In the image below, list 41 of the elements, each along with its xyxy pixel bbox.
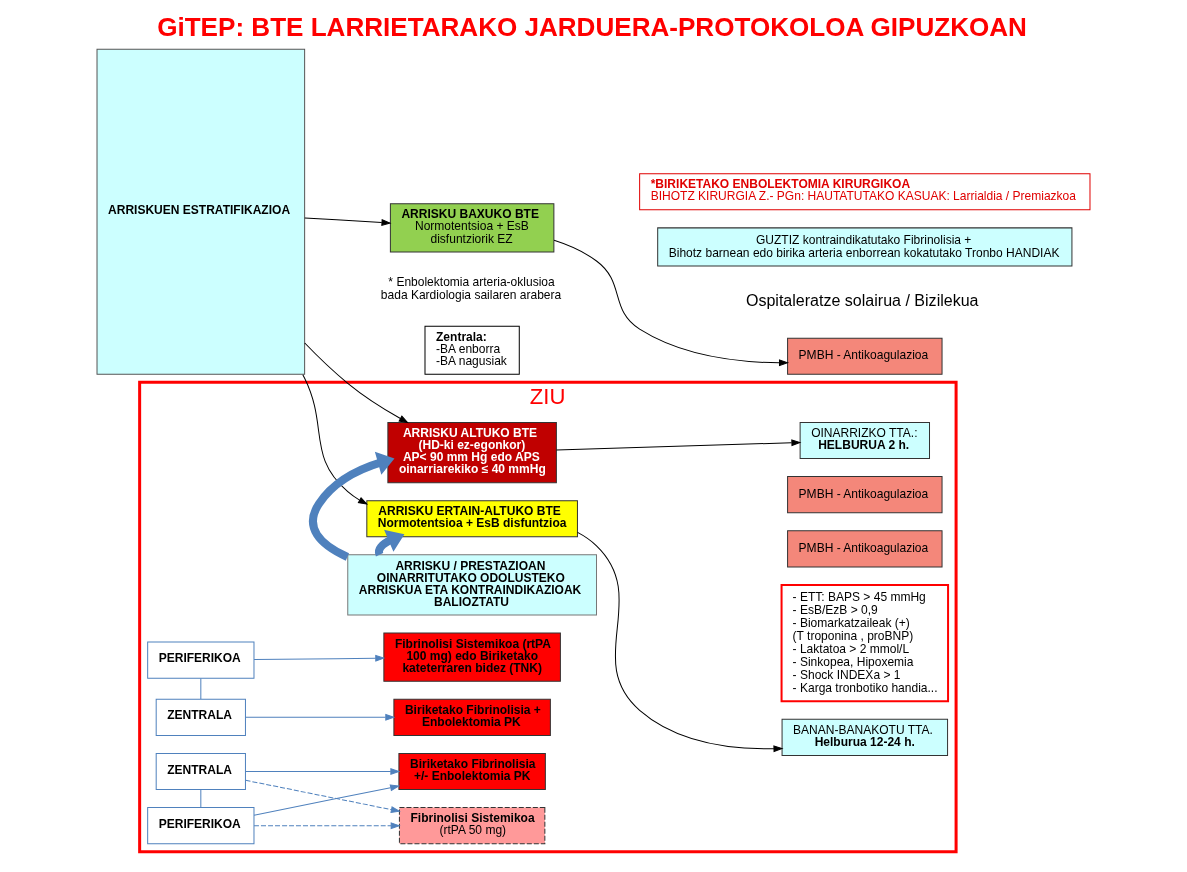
connector [200, 677, 202, 700]
node-box: ARRISKUEN ESTRATIFIKAZIOA [96, 48, 306, 375]
connector [200, 789, 202, 808]
node-box: *BIRIKETAKO ENBOLEKTOMIA KIRURGIKOA BIHOTZ KIRURGIA Z.- PGn: HAUTATUTAKO KASUAK: Larrialdia / Premiazkoa [639, 173, 1091, 211]
node-box: ZENTRALA [155, 752, 246, 791]
node-box: - ETT: BAPS > 45 mmHg - EsB/EzB > 0,9 - Biomarkatzaileak (+) (T troponina , proBNP) - Laktatoa > 2 mmol/L - Sinkopea, Hipoxemia - Shock INDEXa > 1 - Karga tronbotiko handia... [780, 583, 950, 703]
node-box: PMBH - Antikoagulazioa [787, 337, 943, 375]
arrow [245, 714, 395, 721]
arrow [253, 654, 385, 662]
node-box: BANAN-BANAKOTU TTA. Helburua 12-24 h. [781, 718, 949, 756]
node-box: ZENTRALA [155, 698, 246, 736]
arrow [577, 531, 783, 753]
arrow [245, 768, 400, 775]
arrow [553, 239, 788, 367]
node-box: PERIFERIKOA [147, 641, 255, 679]
arrow [555, 439, 801, 451]
node-box: Zentrala: -BA enborra -BA nagusiak [424, 325, 520, 375]
node-box: Fibrinolisi Sistemikoa (rtPA 50 mg) [398, 807, 546, 845]
arrow [308, 451, 395, 561]
arrow [304, 342, 408, 423]
arrow [302, 374, 368, 505]
node-box: ARRISKU ALTUKO BTE (HD-ki ez-egonkor) AP< 90 mm Hg edo APS oinarriarekiko ≤ 40 mmHg [387, 421, 557, 484]
node-box: ARRISKU ERTAIN-ALTUKO BTE Normotentsioa + EsB disfuntzioa [366, 500, 578, 538]
node-box: ARRISKU / PRESTAZIOAN OINARRITUTAKO ODOLUSTEKO ARRISKUA ETA KONTRAINDIKAZIOAK BALIOZTATU [347, 554, 597, 616]
node-box: PMBH - Antikoagulazioa [787, 530, 943, 568]
label: * Enbolektomia arteria-oklusioa bada Kardiologia sailaren arabera [380, 274, 562, 302]
arrow [253, 822, 400, 829]
arrow [374, 529, 405, 556]
arrow [304, 217, 391, 226]
arrow [253, 784, 400, 816]
node-box: PERIFERIKOA [147, 807, 255, 845]
node-box: Fibrinolisi Sistemikoa (rtPA 100 mg) edo Biriketako kateterraren bidez (TNK) [383, 632, 561, 682]
node-box: PMBH - Antikoagulazioa [787, 476, 943, 514]
node-box: Biriketako Fibrinolisia + Enbolektomia PK [393, 698, 551, 736]
arrow [245, 779, 400, 813]
label: Ospitaleratze solairua / Bizilekua [745, 290, 979, 309]
node-box: ARRISKU BAXUKO BTE Normotentsioa + EsB disfuntziorik EZ [389, 203, 555, 253]
node-box: OINARRIZKO TTA.: HELBURUA 2 h. [799, 421, 930, 460]
diagram-title: GiTEP: BTE LARRIETARAKO JARDUERA-PROTOKOLOA GIPUZKOAN [157, 12, 1027, 43]
node-box: Biriketako Fibrinolisia +/- Enbolektomia PK [398, 752, 546, 791]
node-box: GUZTIZ kontraindikatutako Fibrinolisia + Bihotz barnean edo birika arteria enborrean kokatutako Tronbo HANDIAK [657, 227, 1073, 267]
